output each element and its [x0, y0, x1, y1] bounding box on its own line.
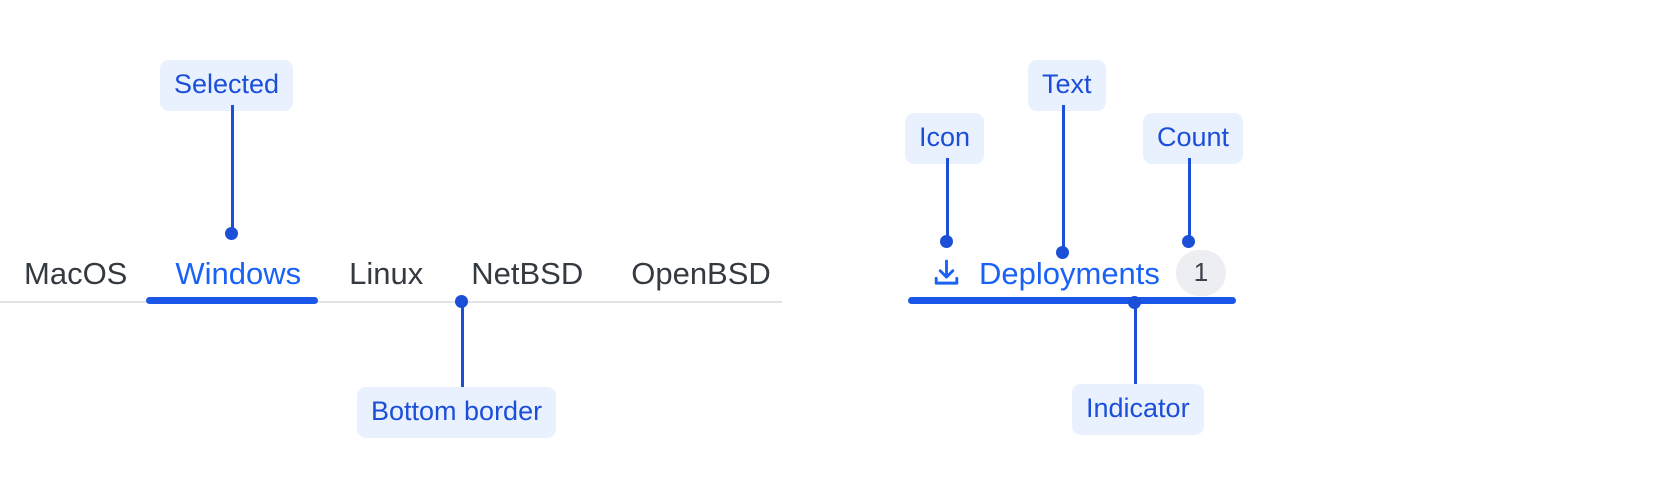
tab-windows-label: Windows	[175, 255, 302, 291]
tab-deployments-label: Deployments	[979, 255, 1160, 291]
tabbar-left: MacOS Windows Linux NetBSD OpenBSD	[0, 245, 782, 317]
callout-icon: Icon	[905, 113, 985, 164]
leader-line-selected	[231, 105, 234, 229]
callout-bottom-border: Bottom border	[357, 387, 557, 438]
tab-openbsd-label: OpenBSD	[631, 255, 771, 291]
tab-linux[interactable]: Linux	[325, 258, 447, 289]
leader-dot-bottom-border	[455, 295, 468, 308]
leader-line-icon	[946, 158, 949, 237]
tab-deployments-count-badge: 1	[1175, 250, 1226, 296]
tab-selected-indicator-left	[146, 297, 318, 304]
leader-dot-selected	[225, 227, 238, 240]
tab-macos[interactable]: MacOS	[0, 258, 151, 289]
tab-netbsd[interactable]: NetBSD	[447, 258, 607, 289]
callout-count: Count	[1143, 113, 1244, 164]
tab-netbsd-label: NetBSD	[471, 255, 584, 291]
tabs-row-left: MacOS Windows Linux NetBSD OpenBSD	[0, 245, 795, 301]
leader-line-count	[1188, 158, 1191, 237]
callout-selected: Selected	[160, 60, 294, 111]
download-icon	[930, 257, 963, 290]
tab-openbsd[interactable]: OpenBSD	[607, 258, 795, 289]
leader-dot-count	[1182, 235, 1195, 248]
leader-dot-icon	[940, 235, 953, 248]
leader-line-bottom-border	[461, 303, 464, 389]
tab-selected-indicator-right	[908, 297, 1236, 304]
tab-linux-label: Linux	[349, 255, 424, 291]
leader-line-text	[1062, 105, 1065, 248]
leader-dot-text	[1056, 246, 1069, 259]
tabbar-bottom-border	[0, 301, 782, 303]
leader-dot-indicator	[1128, 296, 1141, 309]
tab-macos-label: MacOS	[24, 255, 128, 291]
tab-deployments[interactable]: Deployments 1	[908, 245, 1248, 301]
callout-indicator: Indicator	[1072, 384, 1204, 435]
callout-text: Text	[1028, 60, 1106, 111]
tab-windows[interactable]: Windows	[151, 258, 325, 289]
leader-line-indicator	[1134, 304, 1137, 386]
